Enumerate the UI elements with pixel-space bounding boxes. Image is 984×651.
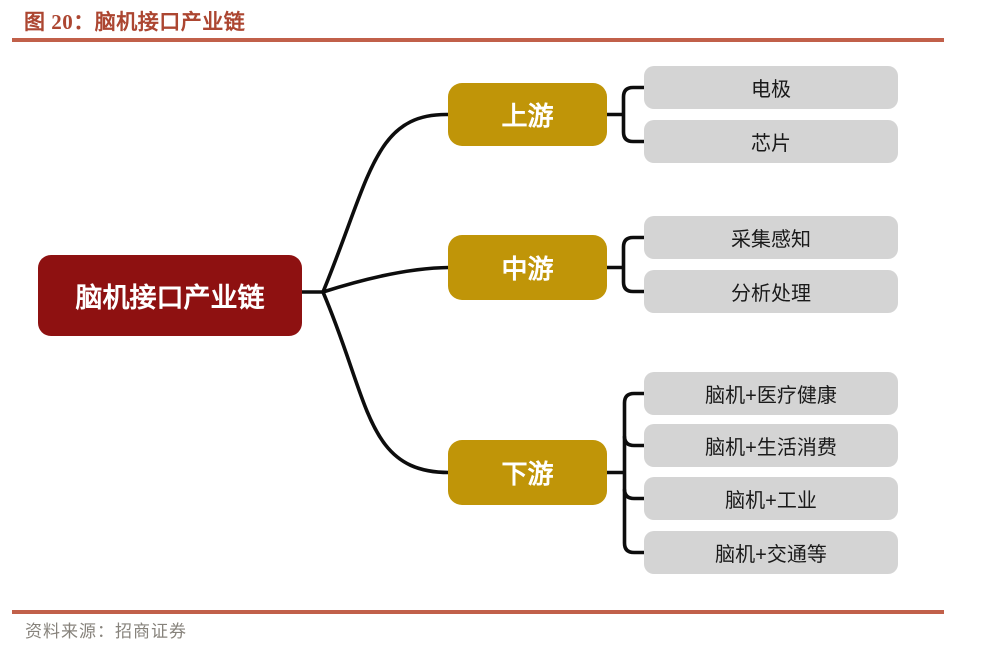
- leaf-node-bci-industry: 脑机+工业: [644, 477, 898, 520]
- leaf-node-label: 脑机+交通等: [715, 544, 827, 566]
- leaf-node-bci-medical-health: 脑机+医疗健康: [644, 372, 898, 415]
- leaf-node-label: 脑机+生活消费: [705, 437, 837, 459]
- leaf-node-label: 脑机+医疗健康: [705, 385, 837, 407]
- tier-node-downstream: 下游: [448, 440, 607, 505]
- leaf-node-label: 电极: [751, 79, 791, 101]
- tier-node-upstream: 上游: [448, 83, 607, 146]
- source-note: 资料来源：招商证券: [25, 622, 187, 641]
- figure-title: 图 20：脑机接口产业链: [24, 10, 246, 34]
- leaf-node-bci-life-consumption: 脑机+生活消费: [644, 424, 898, 467]
- tier-node-label: 上游: [501, 101, 554, 131]
- title-rule: [12, 38, 944, 42]
- leaf-node-label: 芯片: [751, 133, 791, 155]
- upstream-bracket-connector: [605, 85, 647, 144]
- leaf-node-electrode: 电极: [644, 66, 898, 109]
- midstream-bracket-connector: [605, 235, 647, 294]
- root-node-industry-chain: 脑机接口产业链: [38, 255, 302, 336]
- root-fan-connector: [300, 112, 451, 475]
- tier-node-label: 中游: [501, 254, 554, 284]
- leaf-node-label: 脑机+工业: [725, 490, 817, 512]
- leaf-node-acquisition-sensing: 采集感知: [644, 216, 898, 259]
- leaf-node-analysis-processing: 分析处理: [644, 270, 898, 313]
- leaf-node-label: 分析处理: [731, 283, 811, 305]
- tier-node-midstream: 中游: [448, 235, 607, 300]
- root-node-label: 脑机接口产业链: [75, 283, 265, 313]
- leaf-node-bci-transport: 脑机+交通等: [644, 531, 898, 574]
- leaf-node-chip: 芯片: [644, 120, 898, 163]
- tier-node-label: 下游: [501, 459, 554, 489]
- downstream-bracket-connector: [605, 391, 647, 555]
- footer-rule: [12, 610, 944, 614]
- leaf-node-label: 采集感知: [731, 229, 811, 251]
